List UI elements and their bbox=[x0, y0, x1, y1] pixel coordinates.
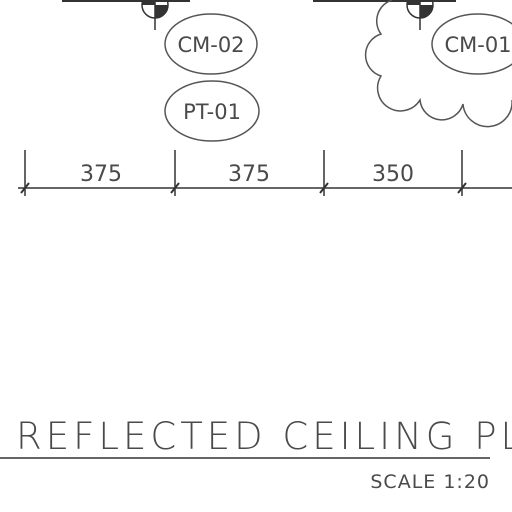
drawing-scale: SCALE 1:20 bbox=[370, 471, 490, 493]
light-fixture-symbol-right bbox=[406, 0, 434, 30]
dimension-tick bbox=[457, 182, 467, 194]
light-fixture-symbol-left bbox=[141, 0, 169, 30]
dimension-tick bbox=[170, 182, 180, 194]
tag-ellipse-cm-02 bbox=[164, 13, 258, 75]
tag-label-cm-01: CM-01 bbox=[444, 33, 511, 57]
revision-cloud bbox=[364, 0, 512, 128]
tag-ellipse-pt-01 bbox=[164, 80, 260, 142]
tag-ellipse-cm-01 bbox=[431, 13, 512, 75]
drawing-title: REFLECTED CEILING PLA bbox=[16, 415, 512, 458]
dimension-value: 375 bbox=[228, 162, 270, 187]
tag-label-cm-02: CM-02 bbox=[177, 33, 244, 57]
dimension-tick bbox=[20, 182, 30, 194]
dimension-value: 350 bbox=[372, 162, 414, 187]
dimension-string: 375 375 350 bbox=[18, 150, 512, 196]
dimension-tick bbox=[319, 182, 329, 194]
dimension-value: 375 bbox=[80, 162, 122, 187]
tag-label-pt-01: PT-01 bbox=[183, 100, 241, 124]
